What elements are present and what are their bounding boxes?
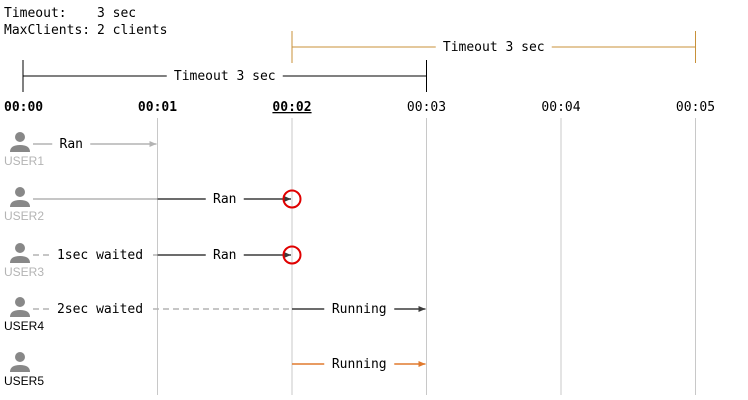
segment-label: Running [332,357,387,372]
bracket-label-bg [166,67,283,85]
maxclients-label: MaxClients: [4,23,90,38]
time-tick-label: 00:00 [4,100,43,115]
segment-label-bg [324,300,395,318]
timeout-marker [282,245,302,265]
segment-label: 1sec waited [57,248,143,263]
segment-label-bg [205,246,244,264]
user-name: USER3 [4,265,44,279]
segment-label-bg [49,246,151,264]
user-icon [10,243,30,263]
segment-label-bg [205,190,244,208]
user-icon [10,352,30,372]
segment-label-bg [49,300,151,318]
timeout-label: Timeout: [4,6,67,21]
bracket-label-bg [435,38,552,56]
time-tick-label: 00:04 [541,100,580,115]
timeout-bracket-label: Timeout 3 sec [443,40,545,55]
segment-label: Running [332,302,387,317]
time-tick-label: 00:03 [407,100,446,115]
time-tick-label: 00:02 [272,100,311,115]
user-icon [10,187,30,207]
segment-label: Ran [60,137,83,152]
time-tick-label: 00:05 [676,100,715,115]
user-row: USER2 Ran [4,187,302,223]
user-name: USER1 [4,154,44,168]
segment-label-bg [52,135,91,153]
segment-label: Ran [213,248,236,263]
timeout-value: 3 sec [97,6,136,21]
user-icon [10,132,30,152]
user-row: USER4 2sec waited Running [4,297,426,333]
segment-label: 2sec waited [57,302,143,317]
maxclients-value: 2 clients [97,23,167,38]
timeout-marker [282,189,302,209]
user-name: USER5 [4,374,44,388]
timeout-bracket-label: Timeout 3 sec [174,69,276,84]
user-row: USER1 Ran [4,132,157,168]
user-name: USER2 [4,209,44,223]
user-name: USER4 [4,319,44,333]
user-row: USER5 Running [4,352,426,388]
segment-label-bg [324,355,395,373]
time-tick-label: 00:01 [138,100,177,115]
segment-label: Ran [213,192,236,207]
user-icon [10,297,30,317]
user-row: USER3 1sec waited Ran [4,243,302,279]
